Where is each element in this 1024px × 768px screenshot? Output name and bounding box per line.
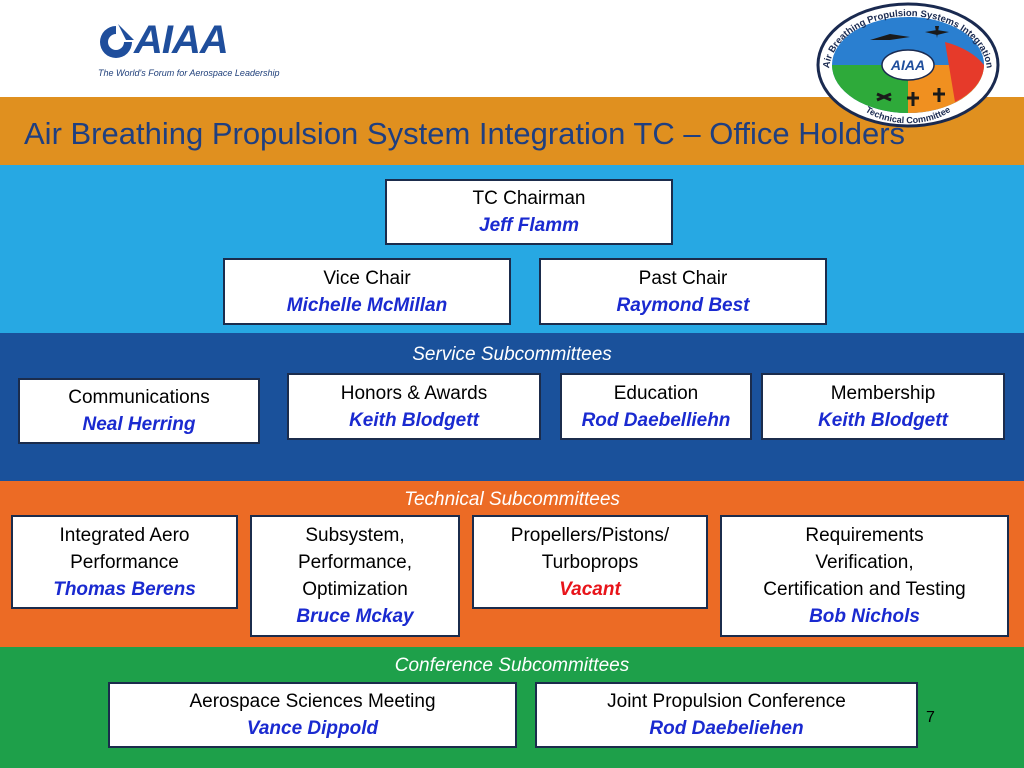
role-label: Past Chair: [638, 267, 728, 289]
abpsi-tc-seal: AIAA Air Breathing Propulsion Systems In…: [816, 2, 1000, 128]
role-label: Communications: [68, 387, 210, 408]
requirements-verification-box: Requirements Verification, Certification…: [720, 515, 1009, 637]
aerospace-sciences-meeting-box: Aerospace Sciences Meeting Vance Dippold: [108, 682, 517, 748]
education-box: Education Rod Daebelliehn: [560, 373, 752, 440]
propellers-pistons-turboprops-box: Propellers/Pistons/ Turboprops Vacant: [472, 515, 708, 609]
role-label: Honors & Awards: [340, 382, 488, 404]
integrated-aero-performance-box: Integrated Aero Performance Thomas Beren…: [11, 515, 238, 609]
aiaa-logo-text: AIAA: [134, 18, 229, 62]
communications-box: Communications Neal Herring: [18, 378, 260, 444]
aiaa-swoosh-icon: [100, 24, 134, 58]
aircraft-icon: [870, 34, 910, 40]
past-chair-box: Past Chair Raymond Best: [539, 258, 827, 325]
aircraft-icon: [925, 26, 949, 38]
subsystem-performance-optimization-box: Subsystem, Performance, Optimization Bru…: [250, 515, 460, 637]
role-label: Turboprops: [541, 551, 639, 573]
role-label: TC Chairman: [472, 188, 586, 209]
service-subcommittees-title: Service Subcommittees: [412, 344, 612, 365]
person-name: Michelle McMillan: [286, 294, 448, 316]
role-label: Performance,: [297, 552, 413, 573]
person-name: Keith Blodgett: [349, 409, 479, 431]
membership-box: Membership Keith Blodgett: [761, 373, 1005, 440]
person-name: Vance Dippold: [246, 718, 379, 739]
role-label: Joint Propulsion Conference: [607, 691, 846, 712]
role-label: Verification,: [815, 552, 914, 573]
aircraft-icon: [933, 88, 945, 102]
person-name: Bruce Mckay: [296, 606, 414, 627]
aiaa-logo: AIAA The World's Forum for Aerospace Lea…: [96, 16, 279, 86]
role-label: Aerospace Sciences Meeting: [189, 691, 436, 712]
page-number: 7: [926, 709, 935, 726]
role-label: Education: [613, 382, 699, 404]
person-name: Neal Herring: [82, 414, 196, 435]
person-name: Rod Daebelliehn: [581, 409, 731, 431]
aircraft-icon: [907, 92, 919, 106]
tc-chairman-box: TC Chairman Jeff Flamm: [385, 179, 673, 245]
technical-subcommittees-title: Technical Subcommittees: [404, 489, 620, 510]
seal-center-text: AIAA: [890, 57, 925, 73]
slide-title: Air Breathing Propulsion System Integrat…: [24, 116, 906, 151]
role-label: Membership: [830, 382, 936, 404]
person-name: Raymond Best: [616, 294, 750, 316]
role-label: Requirements: [805, 525, 924, 546]
person-name: Rod Daebeliehen: [649, 718, 804, 739]
joint-propulsion-conference-box: Joint Propulsion Conference Rod Daebelie…: [535, 682, 918, 748]
vice-chair-box: Vice Chair Michelle McMillan: [223, 258, 511, 325]
role-label: Subsystem,: [305, 525, 405, 546]
role-label: Optimization: [302, 579, 408, 600]
role-label: Integrated Aero: [59, 524, 190, 546]
role-label: Propellers/Pistons/: [510, 524, 670, 546]
person-name-vacant: Vacant: [559, 578, 621, 600]
person-name: Jeff Flamm: [479, 215, 579, 236]
role-label: Certification and Testing: [763, 579, 966, 600]
propeller-icon: [876, 92, 892, 102]
person-name: Bob Nichols: [809, 606, 920, 627]
person-name: Thomas Berens: [53, 578, 196, 600]
person-name: Keith Blodgett: [818, 409, 948, 431]
honors-awards-box: Honors & Awards Keith Blodgett: [287, 373, 541, 440]
aiaa-tagline: The World's Forum for Aerospace Leadersh…: [98, 68, 280, 78]
conference-subcommittees-title: Conference Subcommittees: [394, 655, 630, 676]
role-label: Performance: [70, 551, 179, 573]
role-label: Vice Chair: [323, 267, 411, 289]
